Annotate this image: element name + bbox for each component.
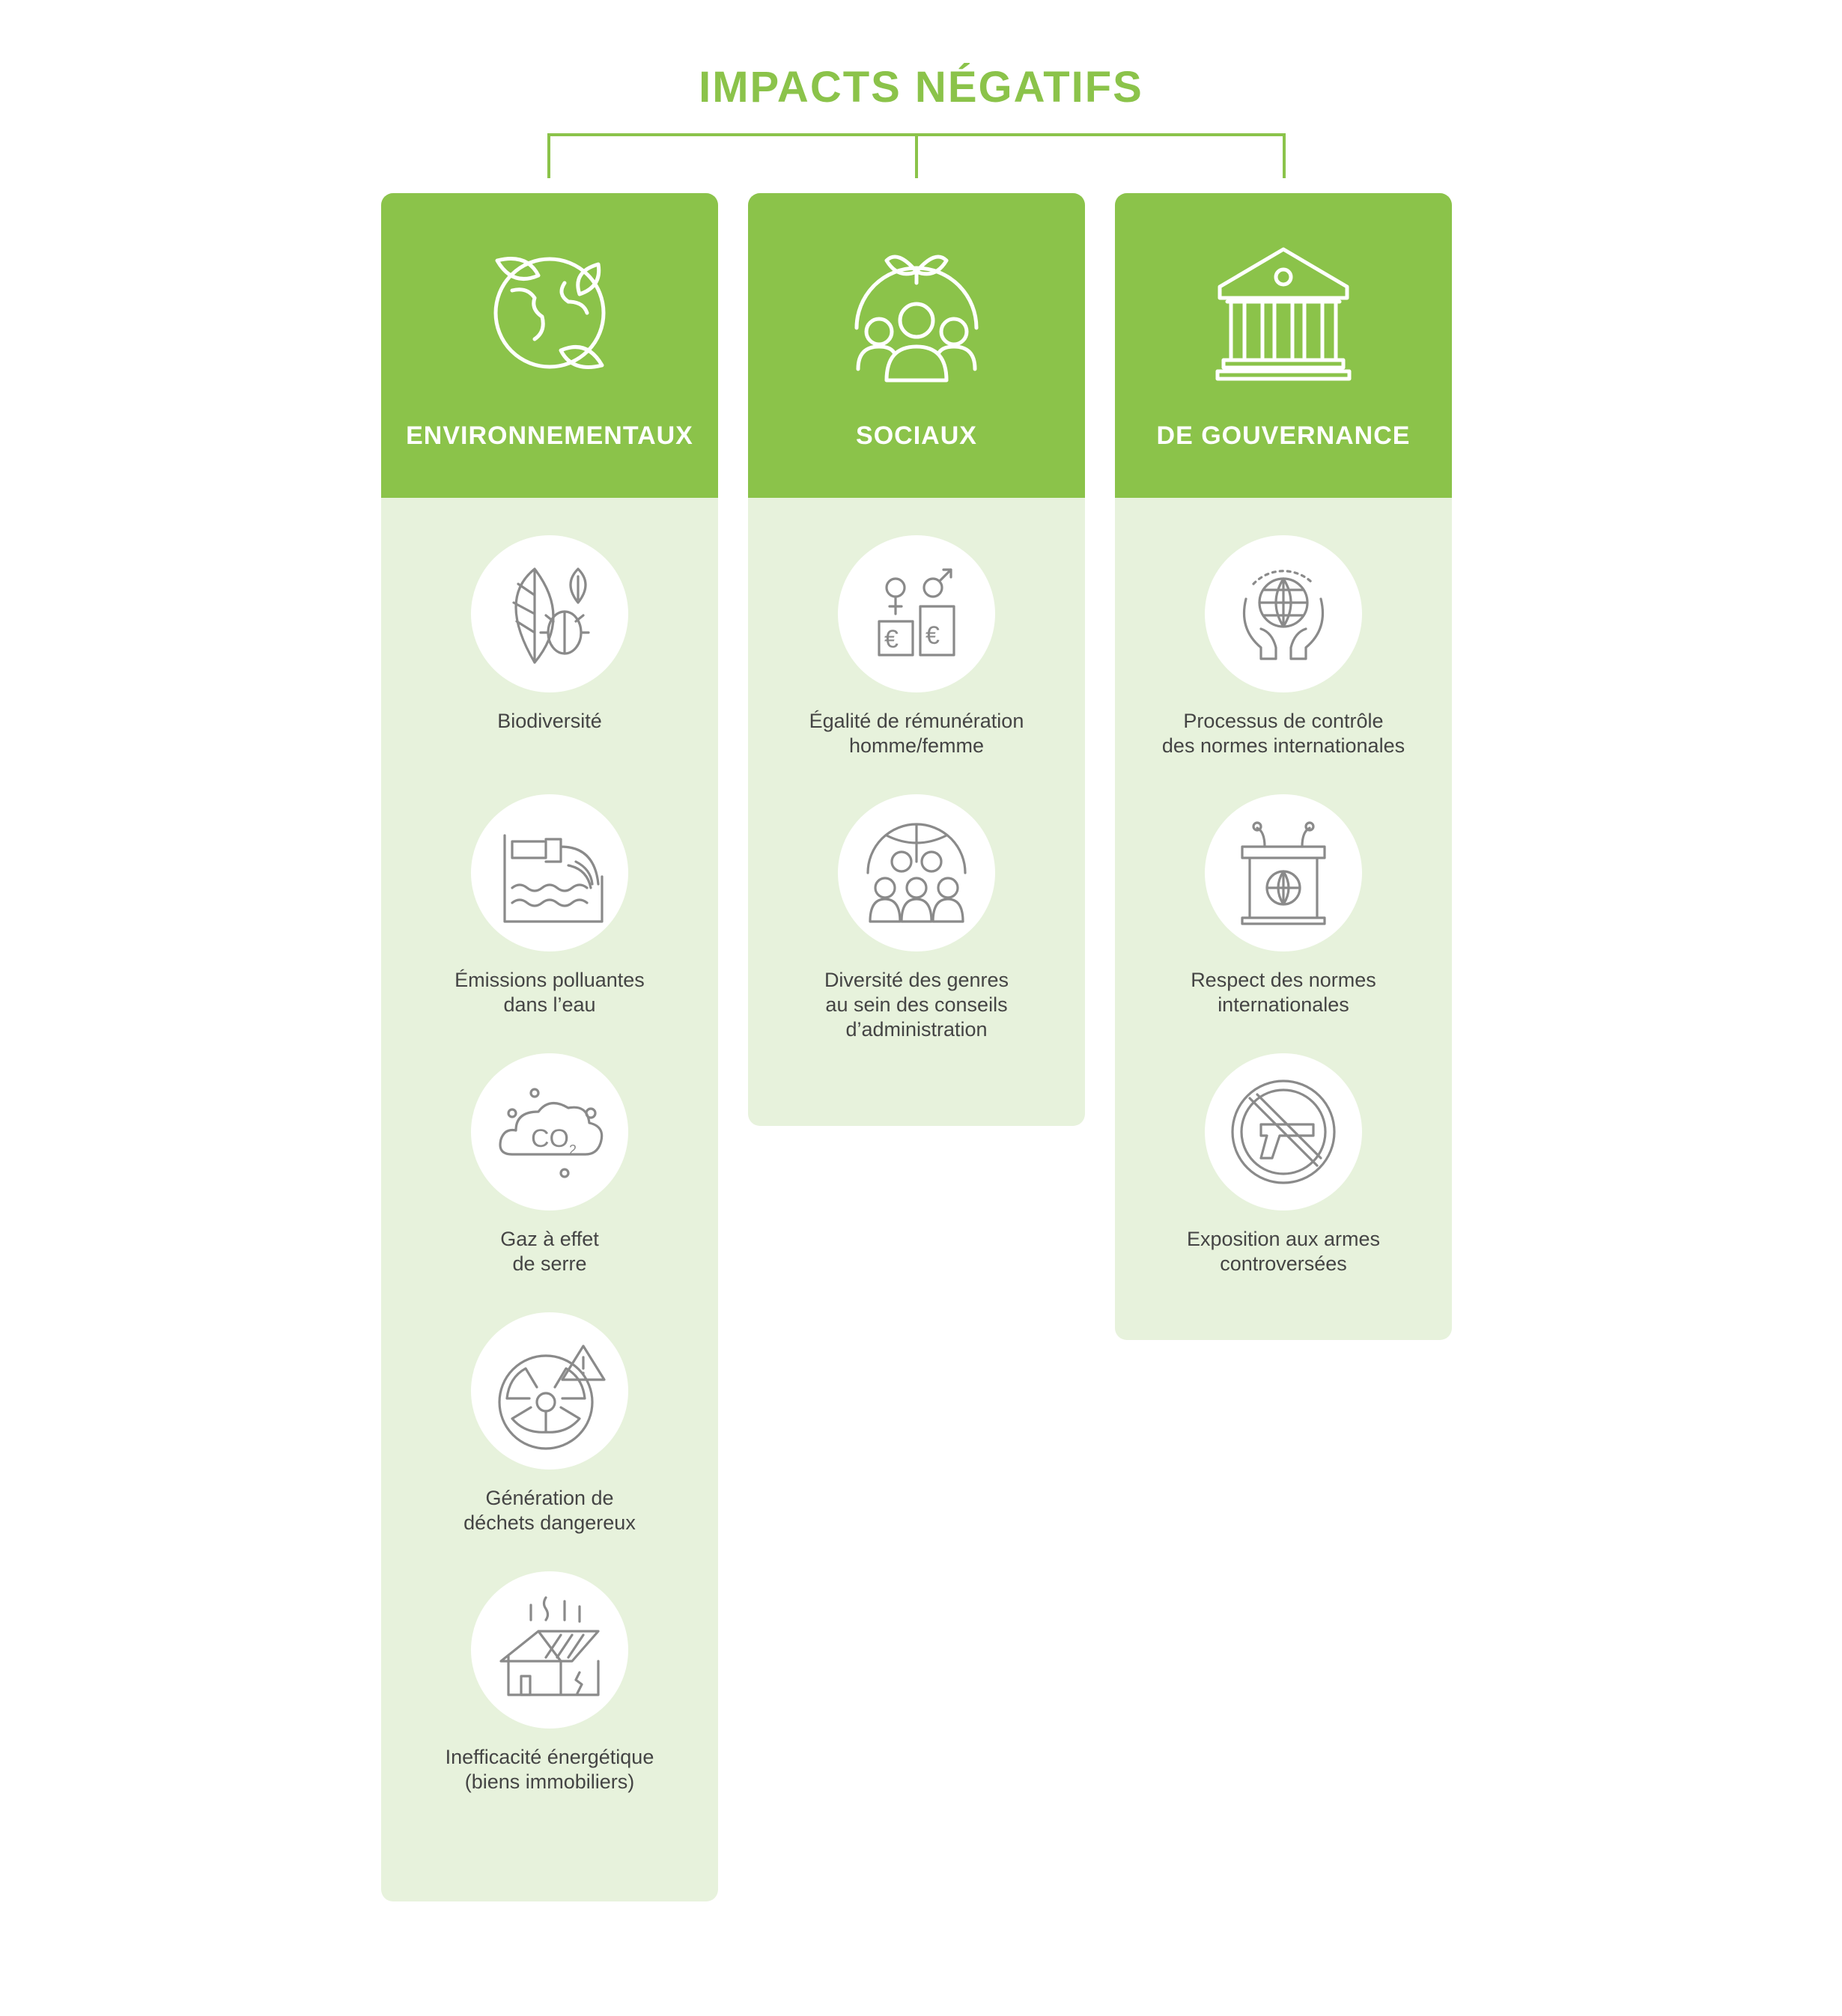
icon-circle xyxy=(471,1571,628,1729)
page-title: IMPACTS NÉGATIFS xyxy=(699,63,1143,112)
icon-circle xyxy=(471,535,628,692)
tree-connector xyxy=(547,133,1286,178)
item-label: Gaz à effet de serre xyxy=(500,1228,599,1275)
item-label: Respect des normes internationales xyxy=(1191,969,1376,1016)
column-governance: DE GOUVERNANCE Processus de contrôle des… xyxy=(1115,193,1452,1340)
no-weapon-icon xyxy=(1231,1079,1336,1184)
column-title: ENVIRONNEMENTAUX xyxy=(406,421,693,450)
icon-circle xyxy=(1205,1053,1362,1210)
government-building-icon xyxy=(1215,247,1352,381)
svg-text:CO: CO xyxy=(531,1124,569,1153)
co2-cloud-icon: CO 2 xyxy=(499,1088,604,1178)
item-label: Diversité des genres au sein des conseil… xyxy=(824,969,1009,1041)
item-label: Égalité de rémunération homme/femme xyxy=(809,710,1024,757)
svg-text:€: € xyxy=(925,621,940,650)
podium-globe-icon xyxy=(1241,821,1326,925)
icon-circle xyxy=(471,794,628,951)
column-header: ENVIRONNEMENTAUX xyxy=(381,193,718,498)
item-label: Inefficacité énergétique (biens immobili… xyxy=(445,1746,654,1793)
column-title: DE GOUVERNANCE xyxy=(1156,421,1411,450)
item-label: Biodiversité xyxy=(497,710,602,732)
item-label: Génération de déchets dangereux xyxy=(463,1487,636,1534)
icon-circle xyxy=(1205,535,1362,692)
column-title: SOCIAUX xyxy=(856,421,977,450)
water-pollution-icon xyxy=(503,834,604,923)
column-header: DE GOUVERNANCE xyxy=(1115,193,1452,498)
column-header: SOCIAUX xyxy=(748,193,1085,498)
svg-text:€: € xyxy=(884,625,899,654)
people-globe-plant-icon xyxy=(854,255,979,383)
gender-pay-icon: € € xyxy=(878,568,955,657)
icon-circle: € € xyxy=(838,535,995,692)
item-label: Processus de contrôle des normes interna… xyxy=(1161,710,1405,757)
leaf-ladybug-icon xyxy=(512,567,590,664)
icon-circle xyxy=(1205,794,1362,951)
svg-text:2: 2 xyxy=(569,1142,577,1157)
icon-circle xyxy=(471,1312,628,1470)
diverse-board-icon xyxy=(866,823,967,923)
icon-circle: CO 2 xyxy=(471,1053,628,1210)
column-environmental: ENVIRONNEMENTAUX Biodiversité Émissions … xyxy=(381,193,718,1901)
hands-globe-icon xyxy=(1242,570,1325,660)
item-label: Émissions polluantes dans l’eau xyxy=(455,969,645,1016)
column-social: SOCIAUX € € Égalité de rémunération homm… xyxy=(748,193,1085,1126)
icon-circle xyxy=(838,794,995,951)
earth-recycle-icon xyxy=(493,257,606,369)
radioactive-warning-icon xyxy=(498,1344,606,1450)
house-heat-loss-icon xyxy=(499,1596,600,1696)
item-label: Exposition aux armes controversées xyxy=(1186,1228,1381,1275)
